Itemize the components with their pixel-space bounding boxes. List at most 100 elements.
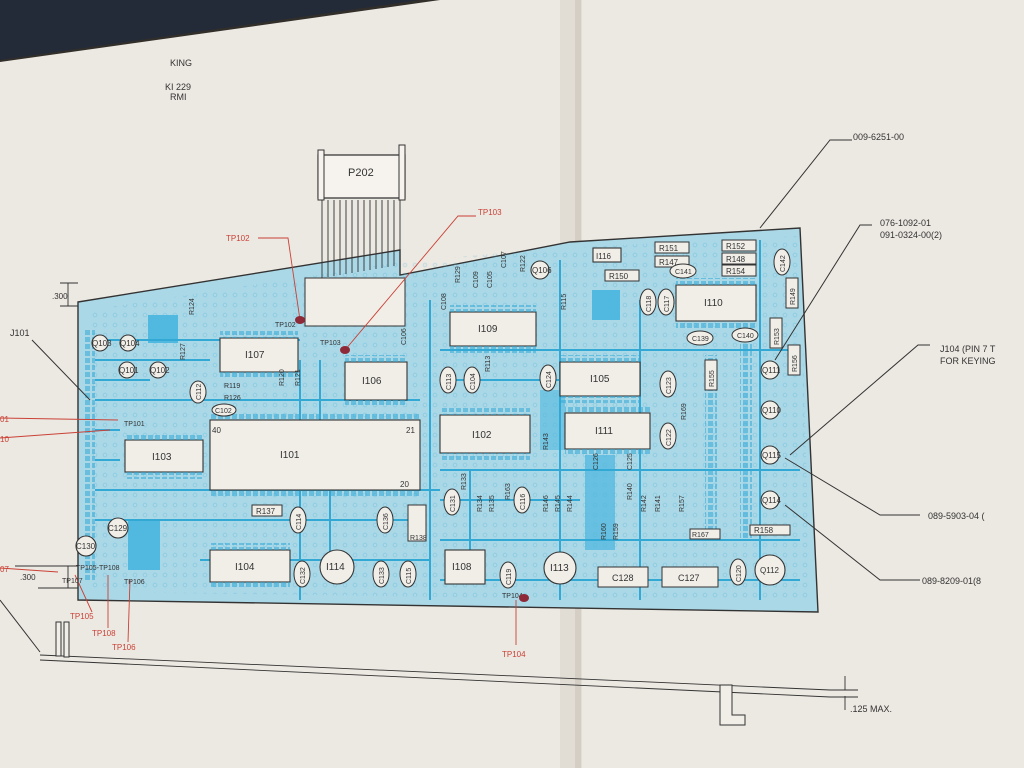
c106-label: C106 <box>401 328 408 345</box>
top-offset-dimension: .300 <box>52 292 68 301</box>
c133-label: C133 <box>379 567 386 584</box>
q111-label: Q111 <box>762 366 781 375</box>
tp103-callout: TP103 <box>478 208 502 217</box>
ic-i116-body <box>592 247 622 263</box>
c114-label: C114 <box>296 514 303 530</box>
r145-label: R145 <box>555 495 562 512</box>
q115-label: Q115 <box>762 451 782 460</box>
c124-label: C124 <box>546 371 553 388</box>
r137-label: R137 <box>256 507 276 516</box>
ic-i111-label: I111 <box>595 426 613 437</box>
pin-column-right <box>705 355 717 535</box>
c104-label: C104 <box>470 373 477 390</box>
c141-label: C141 <box>675 269 692 276</box>
r144-label: R144 <box>567 495 574 512</box>
tp105-callout: TP105 <box>70 612 94 621</box>
ic-i108-body <box>444 549 486 585</box>
r169-label: R169 <box>681 403 688 420</box>
tp-leaders <box>0 215 517 645</box>
c129-label: C129 <box>108 524 128 533</box>
ic-i108-label: I108 <box>452 562 472 573</box>
r135-label: R135 <box>489 495 496 512</box>
c109-label: C109 <box>473 271 480 288</box>
ic-pins <box>125 278 756 589</box>
c117-label: C117 <box>664 296 671 312</box>
r154-label: R154 <box>726 267 746 276</box>
edge-10-label: 10 <box>0 435 9 444</box>
r146-label: R146 <box>543 495 550 512</box>
pin20-label: 20 <box>400 480 409 489</box>
round-components <box>75 260 786 586</box>
r134-label: R134 <box>477 495 484 512</box>
ic-i113-label: I113 <box>550 563 569 574</box>
r156-label: R156 <box>792 355 799 372</box>
r138-label: R138 <box>410 535 427 542</box>
copper-pad-left <box>148 315 178 343</box>
round-labels: I114 I113 Q112 Q103 Q104 Q101 Q102 Q106 … <box>76 266 782 575</box>
part-top-number: 076-1092-01 <box>880 218 931 228</box>
connector-pads <box>304 277 406 327</box>
pin40-label: 40 <box>212 426 221 435</box>
tp104-callout: TP104 <box>502 650 526 659</box>
r122-label: R122 <box>520 255 527 272</box>
brand-label: KING <box>170 58 192 68</box>
part-top-alt-number: 091-0324-00(2) <box>880 230 942 240</box>
rect-labels: C128 C127 R151 R152 R147 R148 R154 R150 … <box>256 242 774 583</box>
ic-i109-label: I109 <box>478 324 498 335</box>
pin-column-far-right <box>740 340 752 540</box>
p202-connector: P202 <box>304 144 406 327</box>
q101-body <box>118 361 136 379</box>
dimension-lines <box>15 282 858 710</box>
assembly-part-number: 009-6251-00 <box>853 132 904 142</box>
r119-label: R119 <box>224 383 240 390</box>
c129-body <box>107 517 129 539</box>
r113-label: R113 <box>485 356 492 372</box>
q103-label: Q103 <box>92 339 112 348</box>
ic-i110-label: I110 <box>704 298 723 309</box>
q102-label: Q102 <box>150 366 170 375</box>
c108-label: C108 <box>441 293 448 310</box>
r163-label: R163 <box>505 483 512 500</box>
r126-label: R126 <box>224 395 241 402</box>
q115-body <box>760 445 780 465</box>
tp102-board-label: TP102 <box>275 322 296 329</box>
r140-label: R140 <box>627 483 634 500</box>
max-height-dimension: .125 MAX. <box>850 704 892 714</box>
c127-body <box>661 566 719 588</box>
r152-label: R152 <box>726 242 746 251</box>
ic-i114-label: I114 <box>326 562 345 573</box>
q110-body <box>760 400 780 420</box>
c139-label: C139 <box>692 336 709 343</box>
r143-label: R143 <box>543 433 550 450</box>
edge-07-label: 07 <box>0 565 9 574</box>
c128-label: C128 <box>612 573 634 583</box>
ic-packages <box>124 247 757 585</box>
r124-label: R124 <box>189 298 196 315</box>
ic-i106-label: I106 <box>362 376 382 387</box>
bottom-offset-dimension: .300 <box>20 573 36 582</box>
ic-q112-body <box>754 554 786 586</box>
tp101-label: TP101 <box>124 421 145 428</box>
c122-label: C122 <box>666 429 673 446</box>
ic-labels: I101 I102 I103 I104 I105 I106 I107 I108 … <box>152 252 723 573</box>
r167-label: R167 <box>692 532 709 539</box>
c140-label: C140 <box>737 333 754 340</box>
q110-label: Q110 <box>762 406 782 415</box>
ic-i113-body <box>543 551 577 585</box>
c123-label: C123 <box>666 377 673 394</box>
r133-label: R133 <box>461 473 468 490</box>
r121-label: R121 <box>295 369 302 386</box>
ic-i107-body <box>219 337 299 373</box>
ribbon-wires <box>321 200 401 278</box>
vertical-resistor-labels: R149 R153 R156 R155 R169 R146 R145 R144 … <box>180 255 799 540</box>
r158-label: R158 <box>754 526 774 535</box>
q106-body <box>530 260 550 280</box>
j104-note-line2: FOR KEYING <box>940 356 996 366</box>
oval-capacitors <box>189 248 791 589</box>
c105-label: C105 <box>487 271 494 288</box>
copper-pad-lower <box>128 520 160 570</box>
test-point-labels: TP102 TP103 TP104 TP105 TP108 TP106 01 1… <box>0 208 526 659</box>
c136-label: C136 <box>383 513 390 530</box>
rect-components <box>251 239 801 588</box>
